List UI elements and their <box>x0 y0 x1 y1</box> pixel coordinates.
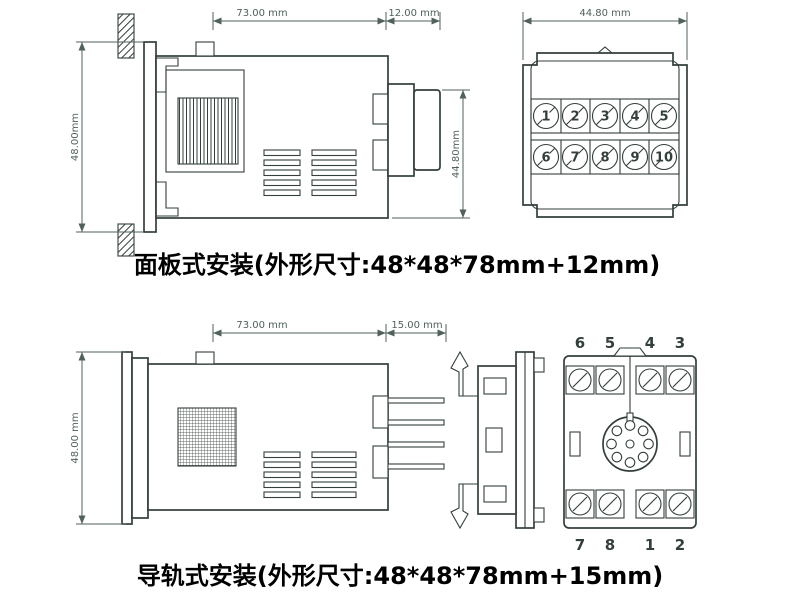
terminal-number: 3 <box>600 110 609 125</box>
terminal-screws-row-1: 1 2 3 4 5 <box>532 102 678 130</box>
panel-dim-height-label: 48.00mm <box>70 113 81 161</box>
socket-pin-number: 2 <box>675 536 685 554</box>
socket-side-slot-left <box>569 431 581 457</box>
rail-mount-caption: 导轨式安装(外形尺寸:48*48*78mm+15mm) <box>137 562 663 590</box>
rail-dim-extension-label: 15.00 mm <box>391 320 442 331</box>
rear-dim-width-label: 44.80 mm <box>579 8 630 19</box>
rear-connector-outer <box>413 89 441 171</box>
mounting-panel-hatch-top <box>117 13 135 59</box>
vent-slots <box>263 451 357 499</box>
terminal-block-upper <box>372 93 389 125</box>
panel-dim-side-height-label: 44.80mm <box>451 130 462 178</box>
socket-pin-number: 7 <box>575 536 585 554</box>
panel-dim-width-label: 73.00 mm <box>236 8 287 19</box>
terminal-block-upper <box>372 395 389 429</box>
rail-dim-width: 73.00 mm <box>212 320 387 342</box>
rail-side-view <box>121 351 445 525</box>
panel-mount-caption: 面板式安装(外形尺寸:48*48*78mm+12mm) <box>134 251 660 279</box>
panel-dim-height: 48.00mm <box>70 41 144 233</box>
socket-terminal-top <box>483 377 507 395</box>
socket-screws-top <box>565 365 695 395</box>
panel-dim-width: 73.00 mm <box>212 8 387 30</box>
socket-side-view <box>450 350 545 530</box>
terminal-number: 1 <box>541 110 550 125</box>
terminal-number: 6 <box>541 151 550 166</box>
socket-tab-bottom <box>533 507 545 523</box>
top-tab <box>195 41 215 57</box>
socket-clip-bottom <box>450 483 478 530</box>
socket-side-slot-right <box>679 431 691 457</box>
terminal-block-lower <box>372 445 389 479</box>
terminal-row-2-frame <box>530 139 680 175</box>
socket-top-tab <box>612 347 648 357</box>
vent-slots <box>263 149 357 197</box>
display-housing <box>165 69 245 173</box>
terminal-row-1-frame <box>530 98 680 134</box>
socket-tab-top <box>533 357 545 373</box>
socket-pin-number: 3 <box>675 334 685 352</box>
panel-rear-view: 1 2 3 4 5 6 7 8 9 10 <box>522 46 688 218</box>
terminal-screws-row-2: 6 7 8 9 10 <box>532 143 678 171</box>
front-bezel-inner <box>131 357 149 519</box>
front-bezel <box>143 41 157 233</box>
display-block <box>177 97 239 165</box>
mounting-clip-bottom <box>156 181 179 217</box>
panel-side-view <box>117 13 441 257</box>
front-bezel-outer <box>121 351 133 525</box>
socket-center <box>602 412 658 472</box>
terminal-block-lower <box>372 139 389 171</box>
socket-screws-bottom <box>565 489 695 519</box>
socket-pin-number: 8 <box>605 536 615 554</box>
terminal-number: 10 <box>655 151 673 166</box>
rear-connector-inner <box>387 83 415 177</box>
terminal-number: 7 <box>570 151 579 166</box>
rail-dim-height: 48.00 mm <box>70 351 126 525</box>
terminal-number: 5 <box>659 110 668 125</box>
panel-dim-extension-label: 12.00 mm <box>388 8 439 19</box>
rail-dim-extension: 15.00 mm <box>386 320 447 342</box>
socket-front-view: 6 5 4 3 <box>563 334 697 554</box>
display-block <box>177 407 237 467</box>
socket-pin-number: 6 <box>575 334 585 352</box>
rail-dim-width-label: 73.00 mm <box>236 320 287 331</box>
socket-clip-top <box>450 350 478 397</box>
rear-inner-frame <box>530 60 680 210</box>
mounting-panel-hatch-bottom <box>117 223 135 257</box>
rear-outline <box>522 52 688 218</box>
socket-center-detail <box>485 427 503 453</box>
terminal-number: 8 <box>600 151 609 166</box>
rail-dim-height-label: 48.00 mm <box>70 412 81 463</box>
terminal-number: 2 <box>570 110 579 125</box>
socket-pin-number: 5 <box>605 334 615 352</box>
socket-terminal-bottom <box>483 485 507 503</box>
terminal-dividers <box>560 99 650 174</box>
panel-dim-extension: 12.00 mm <box>386 8 441 30</box>
connector-pins <box>387 397 445 470</box>
terminal-number: 9 <box>630 151 639 166</box>
rear-dim-width: 44.80 mm <box>522 8 688 60</box>
mounting-clip-top <box>156 57 179 93</box>
socket-pin-number: 1 <box>645 536 655 554</box>
panel-dim-side-height: 44.80mm <box>392 89 470 219</box>
terminal-number: 4 <box>630 110 639 125</box>
socket-pin-number: 4 <box>645 334 655 352</box>
top-tab <box>195 351 215 365</box>
rear-top-notch <box>597 46 613 54</box>
